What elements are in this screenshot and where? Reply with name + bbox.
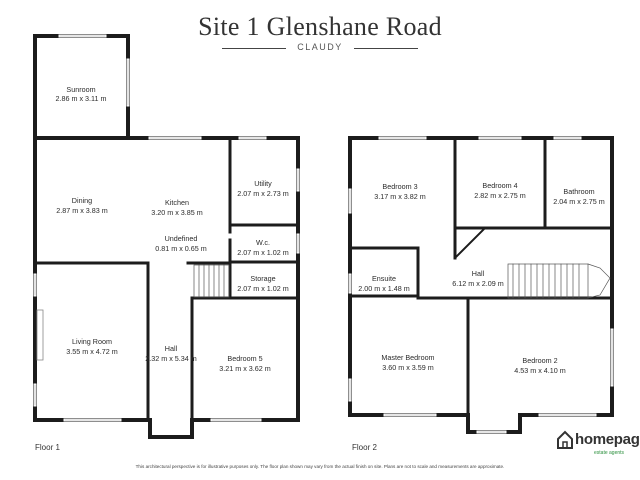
floor1-room-labels: Sunroom 2.86 m x 3.11 m Dining 2.87 m x … xyxy=(56,85,289,373)
room-dims-dining: 2.87 m x 3.83 m xyxy=(56,206,108,215)
plan-subtitle: CLAUDY xyxy=(297,42,343,52)
room-name-utility: Utility xyxy=(254,179,272,188)
floor2-stair-rail xyxy=(453,226,487,260)
floor1-interior-walls xyxy=(33,136,300,422)
room-dims-bedroom-4: 2.82 m x 2.75 m xyxy=(474,191,526,200)
room-dims-storage: 2.07 m x 1.02 m xyxy=(237,284,289,293)
room-name-master-bedroom: Master Bedroom xyxy=(381,353,434,362)
room-dims-living-room: 3.55 m x 4.72 m xyxy=(66,347,118,356)
floor-1-plan xyxy=(33,34,300,439)
house-icon xyxy=(557,430,573,449)
room-name-bedroom-2: Bedroom 2 xyxy=(522,356,557,365)
floor1-stairs xyxy=(193,264,230,298)
floor-2-plan xyxy=(348,136,614,434)
floor2-window-glazing xyxy=(349,137,613,433)
room-dims-wc: 2.07 m x 1.02 m xyxy=(237,248,289,257)
room-name-bedroom-4: Bedroom 4 xyxy=(482,181,517,190)
room-name-wc: W.c. xyxy=(256,238,270,247)
room-dims-sunroom: 2.86 m x 3.11 m xyxy=(56,94,107,103)
floor1-window-glazing xyxy=(34,35,299,421)
room-name-bathroom: Bathroom xyxy=(563,187,594,196)
floor2-room-labels: Bedroom 3 3.17 m x 3.82 m Bedroom 4 2.82… xyxy=(358,181,605,375)
room-name-hall-1: Hall xyxy=(165,344,178,353)
room-name-bedroom-3: Bedroom 3 xyxy=(382,182,417,191)
room-dims-bedroom-2: 4.53 m x 4.10 m xyxy=(514,366,566,375)
room-name-storage: Storage xyxy=(250,274,275,283)
room-name-undefined: Undefined xyxy=(165,234,198,243)
room-dims-kitchen: 3.20 m x 3.85 m xyxy=(151,208,203,217)
room-dims-hall-2: 6.12 m x 2.09 m xyxy=(452,279,504,288)
logo-subtext: estate agents xyxy=(594,450,625,456)
title-rule-left xyxy=(222,48,286,49)
room-dims-master-bedroom: 3.60 m x 3.59 m xyxy=(382,363,434,372)
room-name-ensuite: Ensuite xyxy=(372,274,396,283)
room-dims-bedroom-5: 3.21 m x 3.62 m xyxy=(219,364,271,373)
floor-1-label: Floor 1 xyxy=(35,443,60,452)
room-name-kitchen: Kitchen xyxy=(165,198,189,207)
room-dims-hall-1: 2.32 m x 5.34 m xyxy=(145,354,197,363)
room-name-sunroom: Sunroom xyxy=(66,85,95,94)
room-name-hall-2: Hall xyxy=(472,269,485,278)
room-dims-ensuite: 2.00 m x 1.48 m xyxy=(358,284,410,293)
living-room-bay-window xyxy=(36,309,44,361)
floor-2-label: Floor 2 xyxy=(352,443,377,452)
room-dims-undefined: 0.81 m x 0.65 m xyxy=(155,244,207,253)
room-name-living-room: Living Room xyxy=(72,337,112,346)
room-name-dining: Dining xyxy=(72,196,92,205)
plan-disclaimer: This architectural perspective is for il… xyxy=(135,464,505,469)
plan-title: Site 1 Glenshane Road xyxy=(198,12,442,41)
floor2-stairs xyxy=(507,263,611,299)
room-dims-bedroom-3: 3.17 m x 3.82 m xyxy=(374,192,426,201)
room-name-bedroom-5: Bedroom 5 xyxy=(227,354,262,363)
room-dims-bathroom: 2.04 m x 2.75 m xyxy=(553,197,605,206)
title-rule-right xyxy=(354,48,418,49)
room-dims-utility: 2.07 m x 2.73 m xyxy=(237,189,289,198)
